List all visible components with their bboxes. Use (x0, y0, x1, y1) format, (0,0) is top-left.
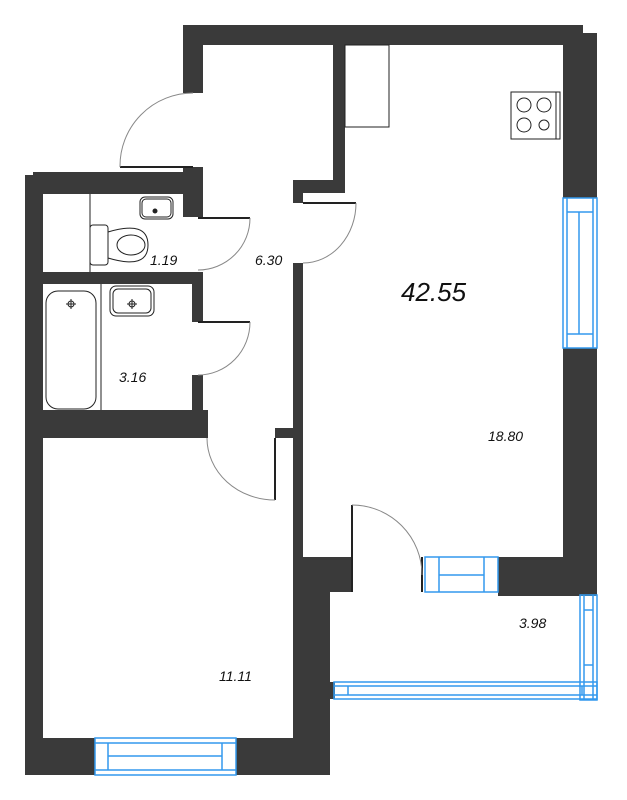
room-area-toilet: 1.19 (150, 252, 178, 268)
room-area-hallway: 6.30 (255, 252, 283, 268)
total-area-label: 42.55 (401, 277, 467, 307)
sink-icon (139, 196, 174, 220)
windows (94, 197, 598, 776)
doors (119, 92, 423, 592)
room-area-balcony: 3.98 (519, 615, 547, 631)
room-area-bedroom: 11.11 (219, 668, 252, 684)
toilet-icon (89, 224, 109, 266)
walls (25, 25, 597, 775)
bathtub-icon (45, 290, 97, 410)
fixtures (45, 44, 561, 410)
room-area-bathroom: 3.16 (119, 369, 147, 385)
sink-icon (109, 285, 155, 317)
stove-icon (510, 91, 561, 140)
room-area-kitchen-living: 18.80 (488, 428, 524, 444)
